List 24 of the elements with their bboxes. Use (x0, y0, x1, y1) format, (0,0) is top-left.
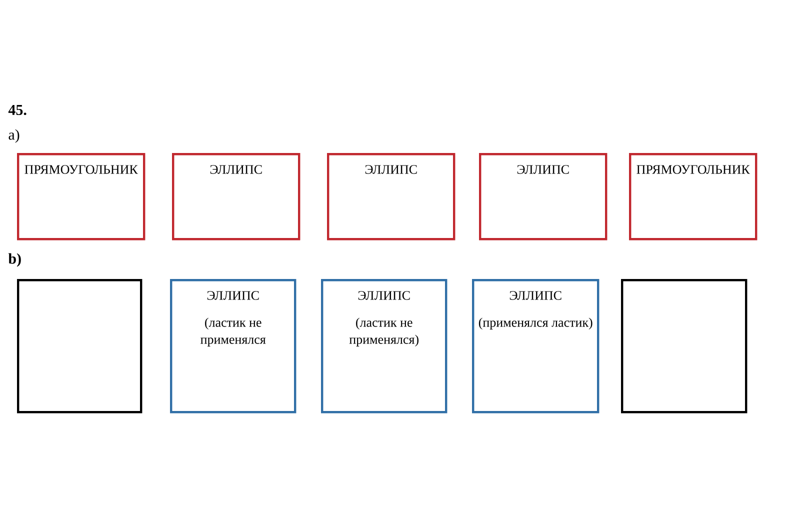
box-note: (применялся ластик) (478, 318, 592, 330)
box-heading: ЭЛЛИПС (510, 291, 562, 300)
box-heading: ЭЛЛИПС (517, 165, 569, 174)
box-heading: ЭЛЛИПС (365, 165, 417, 174)
shape-box (170, 279, 296, 414)
shape-box (327, 153, 456, 240)
box-heading: ПРЯМОУГОЛЬНИК (636, 165, 750, 174)
box-heading: ЭЛЛИПС (207, 291, 259, 300)
shape-box (172, 153, 300, 240)
shape-box (17, 153, 146, 240)
item-label: b) (8, 253, 21, 267)
shape-box (321, 279, 448, 414)
box-heading: ЭЛЛИПС (358, 291, 410, 300)
shape-box (621, 279, 748, 414)
box-note: (ластик не применялся (200, 318, 266, 346)
shape-box (479, 153, 608, 240)
box-heading: ЭЛЛИПС (210, 165, 262, 174)
shape-box (472, 279, 600, 414)
box-note: (ластик не применялся) (349, 318, 418, 346)
item-label: a) (8, 129, 20, 143)
shape-box (17, 279, 142, 414)
box-heading: ПРЯМОУГОЛЬНИК (24, 165, 138, 174)
item-label: 45. (8, 104, 26, 116)
shape-box (629, 153, 758, 240)
